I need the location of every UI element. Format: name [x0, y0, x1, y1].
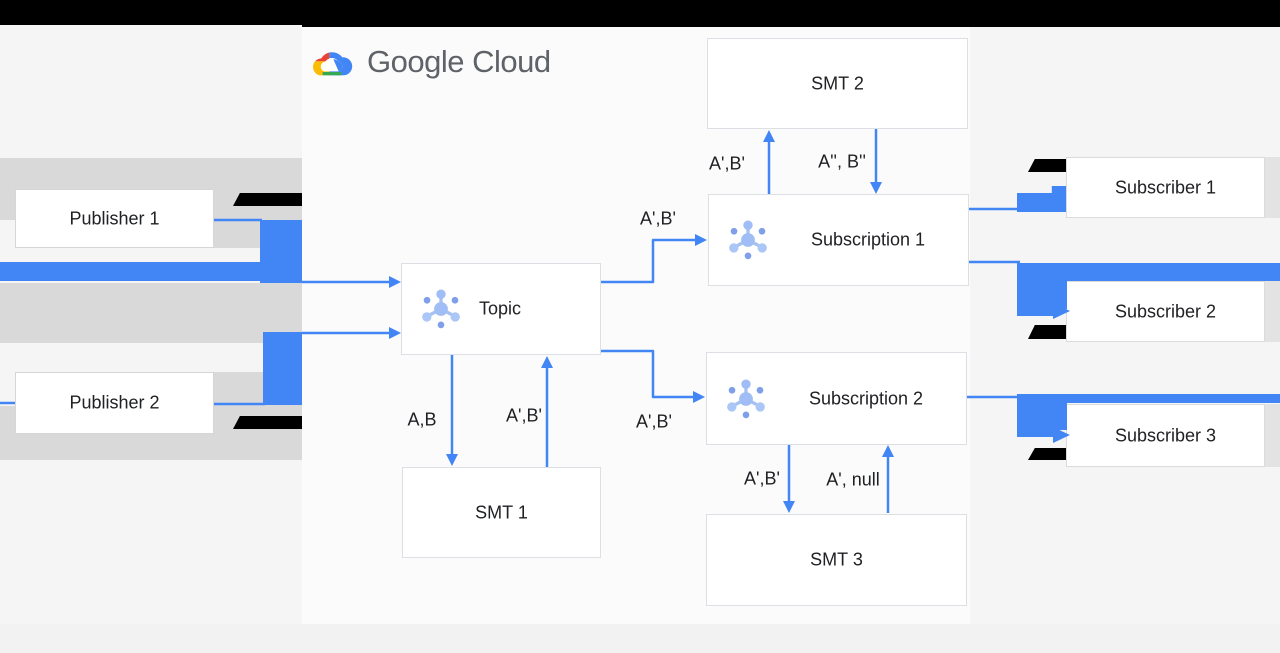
blue-redaction-bar: [1017, 263, 1280, 281]
blue-redaction-block: [1017, 394, 1067, 430]
edge-label-smt2-to-subscription1: A'', B'': [818, 151, 866, 172]
subscription-1-label: Subscription 1: [811, 229, 926, 250]
subscriber-3-label: Subscriber 3: [1114, 425, 1217, 445]
publisher-2-label: Publisher 2: [69, 392, 160, 413]
gray-strip: [1265, 157, 1280, 218]
google-cloud-logo: Google Cloud: [310, 44, 551, 80]
bottom-strip: [0, 624, 1280, 653]
smt-1-label: SMT 1: [475, 502, 528, 522]
smt-2-label: SMT 2: [811, 73, 864, 93]
edge-label-smt3-to-subscription2: A', null: [826, 469, 880, 490]
top-black-redaction-bar-right: [302, 0, 1280, 27]
black-redaction-bar: [1028, 448, 1066, 460]
gray-redaction-bar: [0, 283, 302, 343]
pubsub-topic-icon: [422, 289, 460, 329]
black-redaction-bar: [233, 193, 302, 206]
subscriber-2-label: Subscriber 2: [1114, 301, 1217, 321]
gray-redaction-bar: [0, 406, 15, 460]
black-redaction-bar: [1028, 325, 1066, 339]
edge-label-topic-to-subscription1: A',B': [640, 208, 676, 229]
subscriber-2-box: Subscriber 2: [1066, 281, 1265, 342]
edge-label-topic-to-subscription2: A',B': [636, 411, 672, 432]
subscription-1-box: Subscription 1: [708, 194, 969, 286]
blue-redaction-bar: [0, 262, 260, 281]
smt-1-box: SMT 1: [402, 467, 601, 558]
smt-3-box: SMT 3: [706, 514, 967, 606]
pubsub-subscription-icon: [727, 378, 765, 418]
logo-text: Google Cloud: [367, 44, 551, 79]
subscriber-1-label: Subscriber 1: [1114, 177, 1217, 197]
subscriber-3-box: Subscriber 3: [1066, 404, 1265, 467]
topic-box: Topic: [401, 263, 601, 355]
blue-redaction-block: [1017, 430, 1053, 437]
edge-label-topic-to-smt1: A,B: [407, 409, 437, 430]
edge-label-subscription2-to-smt3: A',B': [744, 468, 780, 489]
smt-3-label: SMT 3: [810, 549, 863, 570]
gray-strip: [1265, 281, 1280, 342]
smt-2-box: SMT 2: [707, 38, 968, 129]
google-cloud-logo-icon: [313, 52, 353, 76]
edge-label-subscription1-to-smt2: A',B': [709, 153, 745, 174]
top-black-redaction-bar-left: [0, 0, 302, 25]
black-redaction-bar: [1028, 159, 1066, 172]
blue-redaction-bar: [260, 220, 302, 283]
pubsub-subscription-icon: [729, 220, 767, 260]
publisher-1-box: Publisher 1: [15, 189, 214, 248]
gray-strip: [1265, 404, 1280, 467]
topic-label: Topic: [479, 298, 522, 319]
black-redaction-bar: [233, 416, 302, 429]
subscription-2-box: Subscription 2: [706, 352, 967, 445]
blue-redaction-bar: [263, 332, 302, 405]
blue-redaction-bar: [1017, 394, 1280, 403]
publisher-2-box: Publisher 2: [15, 372, 214, 434]
publisher-1-label: Publisher 1: [69, 208, 160, 228]
blue-redaction-block: [1017, 263, 1067, 309]
subscription-2-label: Subscription 2: [809, 388, 924, 408]
edge-label-smt1-to-topic: A',B': [506, 405, 542, 426]
subscriber-1-box: Subscriber 1: [1066, 157, 1265, 218]
blue-redaction-block: [1017, 309, 1053, 316]
